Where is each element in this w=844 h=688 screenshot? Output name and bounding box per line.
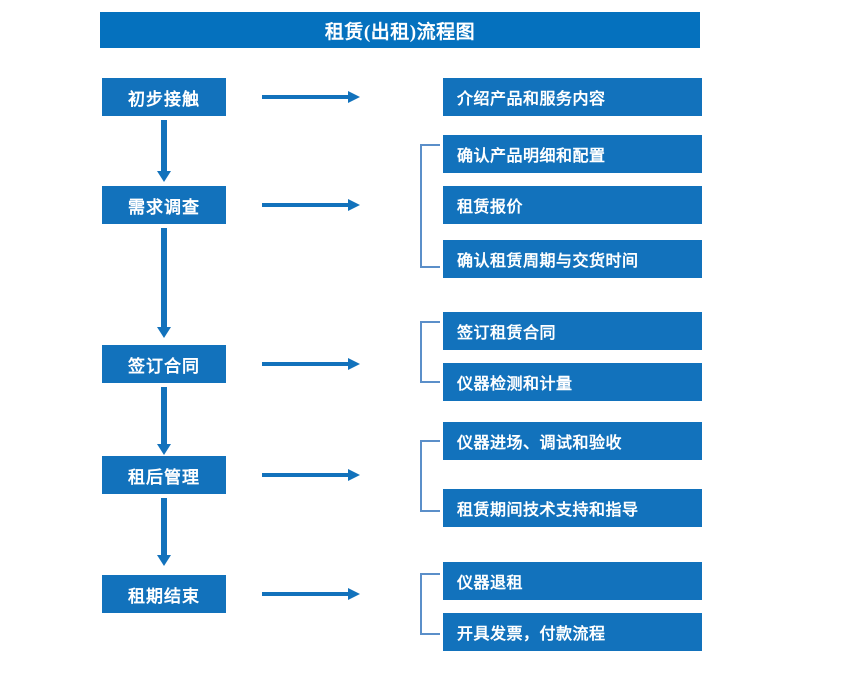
stage-box-2[interactable]: 需求调查 [102, 186, 226, 224]
arrow-shaft [161, 498, 167, 555]
arrow-shaft [262, 592, 350, 596]
flow-arrow-right-3 [262, 357, 362, 371]
group-bracket-2 [420, 144, 440, 268]
stage-box-4[interactable]: 租后管理 [102, 456, 226, 494]
arrow-head [348, 469, 360, 481]
stage-box-1[interactable]: 初步接触 [102, 78, 226, 116]
flow-arrow-right-5 [262, 587, 362, 601]
arrow-head [157, 327, 171, 338]
group-bracket-4 [420, 440, 440, 512]
arrow-shaft [161, 228, 167, 327]
detail-box-3-2[interactable]: 仪器检测和计量 [443, 363, 702, 401]
detail-box-5-2[interactable]: 开具发票，付款流程 [443, 613, 702, 651]
detail-box-5-1[interactable]: 仪器退租 [443, 562, 702, 600]
flow-arrow-down-4 [157, 498, 171, 566]
arrow-head [348, 199, 360, 211]
group-bracket-5 [420, 573, 440, 635]
arrow-head [348, 91, 360, 103]
arrow-head [348, 358, 360, 370]
arrow-shaft [262, 362, 350, 366]
detail-box-2-3[interactable]: 确认租赁周期与交货时间 [443, 240, 702, 278]
group-bracket-3 [420, 321, 440, 383]
arrow-head [348, 588, 360, 600]
flow-arrow-right-1 [262, 90, 362, 104]
detail-box-3-1[interactable]: 签订租赁合同 [443, 312, 702, 350]
arrow-shaft [161, 387, 167, 444]
stage-box-5[interactable]: 租期结束 [102, 575, 226, 613]
detail-box-1-1[interactable]: 介绍产品和服务内容 [443, 78, 702, 116]
flow-arrow-right-4 [262, 468, 362, 482]
detail-box-2-2[interactable]: 租赁报价 [443, 186, 702, 224]
flow-arrow-right-2 [262, 198, 362, 212]
flow-arrow-down-2 [157, 228, 171, 338]
arrow-shaft [262, 95, 350, 99]
flow-arrow-down-1 [157, 120, 171, 182]
flowchart-title: 租赁(出租)流程图 [100, 12, 700, 48]
arrow-head [157, 555, 171, 566]
stage-box-3[interactable]: 签订合同 [102, 345, 226, 383]
arrow-shaft [161, 120, 167, 171]
arrow-head [157, 171, 171, 182]
flow-arrow-down-3 [157, 387, 171, 455]
detail-box-2-1[interactable]: 确认产品明细和配置 [443, 135, 702, 173]
detail-box-4-2[interactable]: 租赁期间技术支持和指导 [443, 489, 702, 527]
detail-box-4-1[interactable]: 仪器进场、调试和验收 [443, 422, 702, 460]
arrow-shaft [262, 203, 350, 207]
arrow-head [157, 444, 171, 455]
arrow-shaft [262, 473, 350, 477]
